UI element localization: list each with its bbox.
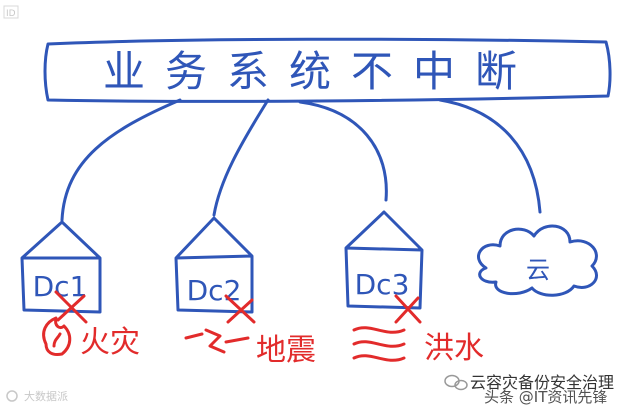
connector-dc1 bbox=[60, 98, 182, 222]
cloud-icon bbox=[477, 224, 598, 297]
watermark-logo-icon bbox=[6, 390, 18, 402]
cross-mark-icon bbox=[394, 294, 422, 324]
site-dc2: Dc2 地震 bbox=[174, 216, 316, 368]
site-label: Dc3 bbox=[355, 268, 410, 301]
disaster-label: 洪水 bbox=[424, 331, 484, 366]
logo-mark bbox=[3, 5, 19, 19]
connector-lines bbox=[60, 98, 542, 222]
fire-icon bbox=[42, 316, 72, 356]
house-icon bbox=[174, 216, 254, 314]
wechat-icon bbox=[444, 374, 468, 391]
flood-icon bbox=[352, 326, 406, 362]
cross-mark-icon bbox=[224, 294, 256, 324]
earthquake-icon bbox=[184, 328, 250, 354]
banner-text: 业务系统不中断 bbox=[103, 47, 537, 96]
cross-mark-icon bbox=[54, 290, 88, 324]
disaster-label: 火灾 bbox=[80, 325, 140, 360]
disaster-label: 地震 bbox=[256, 333, 316, 368]
site-dc3: Dc3 洪水 bbox=[344, 210, 484, 366]
house-icon bbox=[20, 220, 102, 314]
connector-dc3 bbox=[298, 100, 388, 202]
house-icon bbox=[344, 210, 424, 310]
connector-cloud bbox=[438, 98, 542, 214]
toutiao-credit: 头条 @IT资讯先锋 bbox=[484, 388, 607, 406]
site-dc1: Dc1 火灾 bbox=[20, 220, 140, 360]
logo-text: ID bbox=[6, 9, 16, 19]
watermark-bottom-right: 云容灾备份安全治理 头条 @IT资讯先锋 bbox=[444, 373, 614, 406]
banner: 业务系统不中断 bbox=[43, 37, 612, 103]
banner-border bbox=[43, 37, 612, 103]
watermark-top-left: ID bbox=[3, 5, 19, 19]
watermark-text: 大数据派 bbox=[24, 389, 68, 403]
watermark-text: 云容灾备份安全治理 bbox=[470, 373, 614, 392]
watermark-bottom-left: 大数据派 bbox=[6, 389, 68, 403]
cloud-label: 云 bbox=[526, 256, 550, 284]
site-cloud: 云 bbox=[477, 224, 598, 297]
connector-dc2 bbox=[212, 98, 270, 217]
